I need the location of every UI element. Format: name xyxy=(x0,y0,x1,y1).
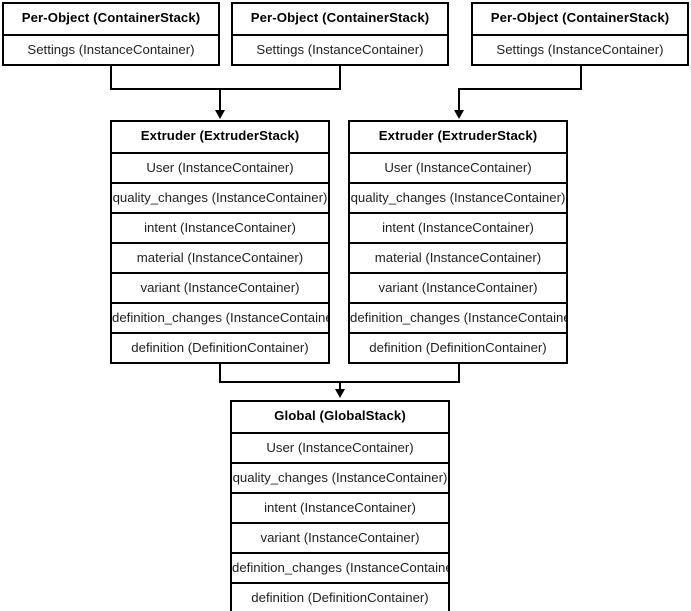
node-row-definition-changes: definition_changes (InstanceContainer) xyxy=(112,302,328,332)
node-per-object-1[interactable]: Per-Object (ContainerStack) Settings (In… xyxy=(2,2,220,66)
node-row-settings: Settings (InstanceContainer) xyxy=(233,34,447,64)
node-extruder-1[interactable]: Extruder (ExtruderStack) User (InstanceC… xyxy=(110,120,330,364)
edge-to-global xyxy=(339,381,341,393)
node-row-definition: definition (DefinitionContainer) xyxy=(112,332,328,362)
node-header: Per-Object (ContainerStack) xyxy=(233,4,447,34)
node-global[interactable]: Global (GlobalStack) User (InstanceConta… xyxy=(230,400,450,611)
node-row-definition: definition (DefinitionContainer) xyxy=(232,582,448,611)
edge-extruder-2-stub xyxy=(458,359,460,383)
edge-per-object-3-stub xyxy=(580,62,582,88)
node-per-object-3[interactable]: Per-Object (ContainerStack) Settings (In… xyxy=(471,2,689,66)
arrowhead-to-global xyxy=(335,389,345,398)
edge-per-object-2-stub xyxy=(339,62,341,88)
edge-extruder-1-stub xyxy=(219,359,221,383)
node-row-quality-changes: quality_changes (InstanceContainer) xyxy=(112,182,328,212)
node-row-user: User (InstanceContainer) xyxy=(232,432,448,462)
node-header: Extruder (ExtruderStack) xyxy=(112,122,328,152)
node-row-variant: variant (InstanceContainer) xyxy=(350,272,566,302)
edge-rail-extruder-1 xyxy=(110,88,341,90)
node-row-user: User (InstanceContainer) xyxy=(350,152,566,182)
arrowhead-to-extruder-2 xyxy=(454,110,464,119)
node-header: Per-Object (ContainerStack) xyxy=(4,4,218,34)
node-row-settings: Settings (InstanceContainer) xyxy=(4,34,218,64)
node-row-variant: variant (InstanceContainer) xyxy=(112,272,328,302)
node-row-material: material (InstanceContainer) xyxy=(112,242,328,272)
node-header: Global (GlobalStack) xyxy=(232,402,448,432)
node-row-quality-changes: quality_changes (InstanceContainer) xyxy=(232,462,448,492)
edge-rail-extruder-2 xyxy=(458,88,582,90)
edge-to-extruder-2 xyxy=(458,88,460,112)
node-row-intent: intent (InstanceContainer) xyxy=(350,212,566,242)
node-row-settings: Settings (InstanceContainer) xyxy=(473,34,687,64)
node-row-user: User (InstanceContainer) xyxy=(112,152,328,182)
node-header: Extruder (ExtruderStack) xyxy=(350,122,566,152)
node-row-material: material (InstanceContainer) xyxy=(350,242,566,272)
node-row-intent: intent (InstanceContainer) xyxy=(232,492,448,522)
node-row-quality-changes: quality_changes (InstanceContainer) xyxy=(350,182,566,212)
node-row-definition: definition (DefinitionContainer) xyxy=(350,332,566,362)
node-row-intent: intent (InstanceContainer) xyxy=(112,212,328,242)
node-row-variant: variant (InstanceContainer) xyxy=(232,522,448,552)
arrowhead-to-extruder-1 xyxy=(215,110,225,119)
edge-to-extruder-1 xyxy=(219,88,221,112)
node-header: Per-Object (ContainerStack) xyxy=(473,4,687,34)
edge-per-object-1-stub xyxy=(110,62,112,88)
node-row-definition-changes: definition_changes (InstanceContainer) xyxy=(350,302,566,332)
node-per-object-2[interactable]: Per-Object (ContainerStack) Settings (In… xyxy=(231,2,449,66)
node-extruder-2[interactable]: Extruder (ExtruderStack) User (InstanceC… xyxy=(348,120,568,364)
node-row-definition-changes: definition_changes (InstanceContainer) xyxy=(232,552,448,582)
